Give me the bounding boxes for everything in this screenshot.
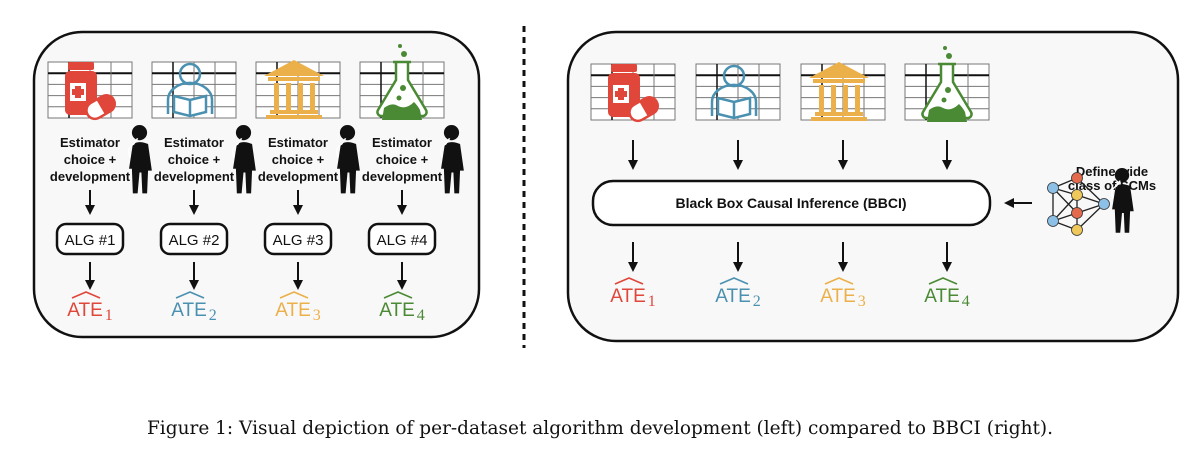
- thinking-person-icon: [336, 125, 360, 194]
- estimator-label-line: development: [258, 169, 339, 184]
- algorithm-box: [263, 222, 333, 256]
- algorithm-box: [55, 222, 125, 256]
- graph-edge: [1076, 177, 1105, 205]
- graph-node: [1071, 172, 1083, 184]
- graph-edge: [1076, 203, 1105, 231]
- estimator-label-line: choice +: [376, 152, 429, 167]
- algorithm-box: [159, 222, 229, 256]
- bbci-label: Black Box Causal Inference (BBCI): [675, 195, 906, 211]
- estimator-label-line: Estimator: [268, 135, 328, 150]
- estimator-label-line: development: [154, 169, 235, 184]
- medicine-icon: [65, 62, 116, 121]
- algorithm-label: ALG #3: [273, 232, 324, 249]
- estimator-label-line: development: [362, 169, 443, 184]
- thinking-person-icon: [128, 125, 152, 194]
- algorithm-label: ALG #4: [377, 232, 428, 249]
- scm-label-line-2: class of SCMs: [1068, 178, 1156, 193]
- estimator-label-line: choice +: [168, 152, 221, 167]
- figure-caption: Figure 1: Visual depiction of per-datase…: [146, 418, 1054, 439]
- bbci-box: [591, 179, 992, 227]
- graph-node: [1071, 189, 1083, 201]
- estimator-label-line: Estimator: [164, 135, 224, 150]
- graph-node: [1047, 215, 1059, 227]
- estimator-label-line: choice +: [64, 152, 117, 167]
- graph-node: [1071, 224, 1083, 236]
- estimator-label-line: Estimator: [372, 135, 432, 150]
- hat-accent: [824, 277, 854, 285]
- scm-graph-icon: [1047, 172, 1110, 236]
- thinking-person-icon: [1111, 168, 1134, 233]
- reader-icon: [710, 64, 758, 120]
- estimator-label-line: development: [50, 169, 131, 184]
- estimator-label-line: Estimator: [60, 135, 120, 150]
- data-table-icon: [695, 63, 781, 121]
- estimator-label-line: choice +: [272, 152, 325, 167]
- hat-accent: [175, 291, 205, 299]
- hat-accent: [928, 277, 958, 285]
- flask-icon: [921, 46, 973, 122]
- thinking-person-icon: [440, 125, 464, 194]
- graph-node: [1071, 207, 1083, 219]
- graph-node: [1047, 182, 1059, 194]
- hat-accent: [383, 291, 413, 299]
- graph-node: [1098, 198, 1110, 210]
- bank-icon: [264, 60, 324, 119]
- algorithm-label: ALG #2: [169, 232, 220, 249]
- thinking-person-icon: [232, 125, 256, 194]
- medicine-icon: [608, 64, 659, 123]
- hat-accent: [614, 277, 644, 285]
- hat-accent: [719, 277, 749, 285]
- bank-icon: [809, 62, 869, 121]
- hat-accent: [71, 291, 101, 299]
- algorithm-box: [367, 222, 437, 256]
- algorithm-label: ALG #1: [65, 232, 116, 249]
- reader-icon: [166, 62, 214, 118]
- hat-accent: [279, 291, 309, 299]
- scm-label-line-1: Define wide: [1076, 164, 1148, 179]
- flask-icon: [376, 44, 428, 120]
